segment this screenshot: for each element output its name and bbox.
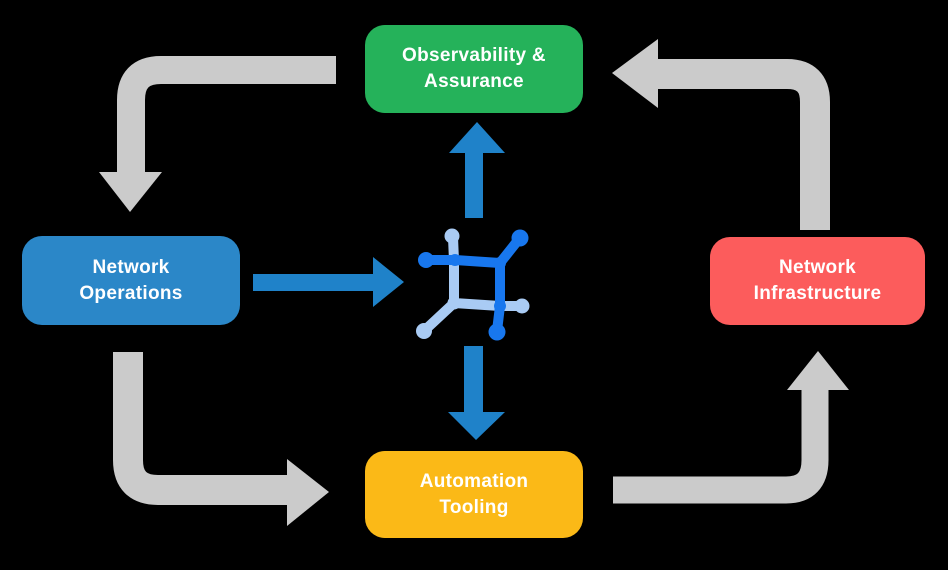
node-automation-tooling-label: Automation Tooling	[419, 470, 529, 518]
arrow-automation-to-infrastructure	[613, 351, 849, 504]
arrow-center-to-automation	[448, 346, 505, 440]
arrow-center-to-observability	[449, 122, 505, 218]
node-network-operations: Network Operations	[22, 236, 240, 325]
node-automation-tooling: Automation Tooling	[365, 451, 583, 538]
node-network-operations-label: Network Operations	[79, 256, 183, 304]
arrow-observability-to-operations	[99, 56, 336, 212]
node-observability-assurance: Observability & Assurance	[365, 25, 583, 113]
node-network-infrastructure-label: Network Infrastructure	[753, 257, 882, 304]
arrow-operations-to-center	[253, 257, 404, 307]
arrow-operations-to-automation	[113, 352, 329, 526]
node-observability-assurance-label: Observability & Assurance	[402, 45, 546, 92]
node-network-infrastructure: Network Infrastructure	[710, 237, 925, 325]
arrow-infrastructure-to-observability	[612, 39, 830, 230]
network-mesh-icon	[416, 228, 530, 341]
